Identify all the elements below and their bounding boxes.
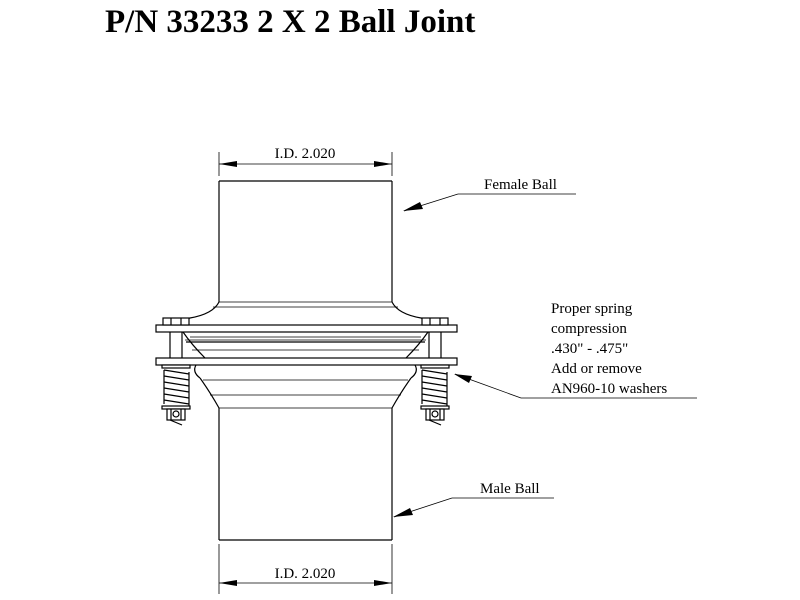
upper-flange xyxy=(155,324,458,359)
page-title: P/N 33233 2 X 2 Ball Joint xyxy=(105,4,476,40)
spring-note-callout: Proper spring compression .430" - .475" … xyxy=(454,301,697,399)
female-ball-callout: Female Ball xyxy=(403,177,576,212)
lower-flange xyxy=(155,357,458,379)
bottom-dimension-label: I.D. 2.020 xyxy=(275,566,336,582)
male-ball-callout: Male Ball xyxy=(393,481,554,518)
spring-note-line-2: compression xyxy=(551,321,627,337)
left-bolt-assembly xyxy=(161,317,191,426)
spring-note-line-4: Add or remove xyxy=(551,361,642,377)
female-ball-label: Female Ball xyxy=(484,177,557,193)
female-ball-tube xyxy=(179,180,432,326)
spring-note-line-5: AN960-10 washers xyxy=(551,381,667,397)
spring-note-line-3: .430" - .475" xyxy=(551,341,628,357)
top-dimension: I.D. 2.020 xyxy=(218,146,393,176)
left-spring xyxy=(163,369,190,406)
male-ball-tube xyxy=(199,377,412,541)
top-dimension-label: I.D. 2.020 xyxy=(275,146,336,162)
male-ball-label: Male Ball xyxy=(480,481,540,497)
right-spring xyxy=(421,369,448,406)
spring-note-line-1: Proper spring xyxy=(551,301,633,317)
bottom-dimension: I.D. 2.020 xyxy=(218,544,393,594)
right-bolt-assembly xyxy=(420,317,450,426)
